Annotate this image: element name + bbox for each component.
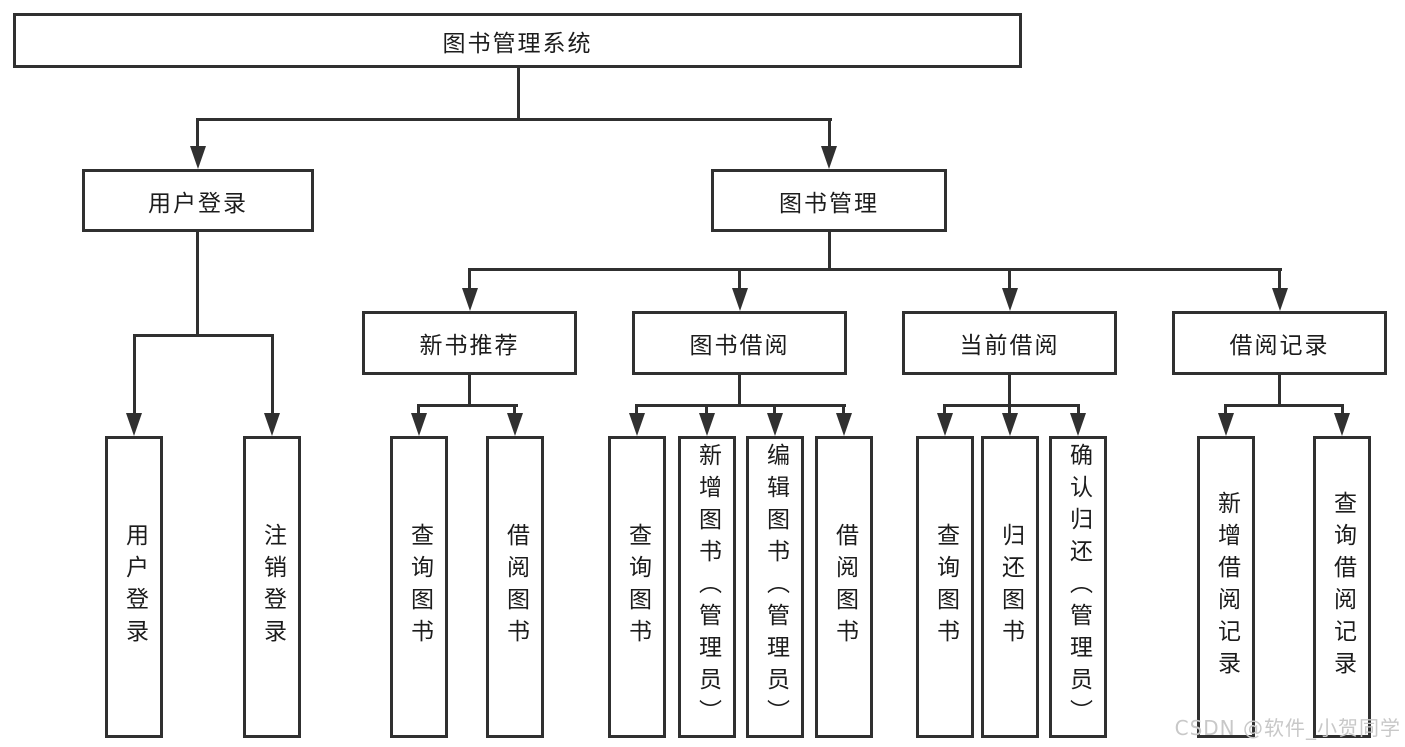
leaf-current-query-book-label: 查询图书: [932, 523, 959, 651]
arrowhead-recommend-query: [411, 413, 427, 436]
connector-user-login-branch: [133, 334, 274, 337]
leaf-add-borrow-record: 新增借阅记录: [1197, 436, 1255, 738]
connector-drop-confirm-return: [1077, 404, 1080, 416]
leaf-current-query-book: 查询图书: [916, 436, 974, 738]
arrowhead-recommend-borrow: [507, 413, 523, 436]
arrowhead-edit-book: [767, 413, 783, 436]
connector-borrow-branch: [635, 404, 846, 407]
connector-drop-add-record: [1224, 404, 1227, 416]
leaf-borrow-query-book-label: 查询图书: [624, 523, 651, 651]
leaf-user-login: 用户登录: [105, 436, 163, 738]
connector-drop-current-query: [943, 404, 946, 416]
arrowhead-borrow-records: [1272, 288, 1288, 311]
leaf-borrow-book-label: 借阅图书: [831, 523, 858, 651]
leaf-recommend-query-book: 查询图书: [390, 436, 448, 738]
arrowhead-current-query: [937, 413, 953, 436]
connector-drop-query-record: [1341, 404, 1344, 416]
connector-current-branch: [943, 404, 1080, 407]
arrowhead-add-record: [1218, 413, 1234, 436]
node-book-borrow: 图书借阅: [632, 311, 847, 375]
arrowhead-confirm-return: [1070, 413, 1086, 436]
connector-current-stem: [1008, 375, 1011, 407]
connector-drop-leaf-user-login: [133, 334, 136, 416]
connector-drop-current-borrow: [1008, 268, 1011, 290]
leaf-add-borrow-record-label: 新增借阅记录: [1213, 491, 1240, 683]
node-new-book-recommend: 新书推荐: [362, 311, 577, 375]
arrowhead-current-borrow: [1002, 288, 1018, 311]
leaf-recommend-borrow-book-label: 借阅图书: [502, 523, 529, 651]
connector-drop-return-book: [1008, 404, 1011, 416]
node-borrow-records: 借阅记录: [1172, 311, 1387, 375]
arrowhead-book-borrow: [732, 288, 748, 311]
node-user-login: 用户登录: [82, 169, 314, 232]
connector-drop-leaf-logout: [271, 334, 274, 416]
connector-records-stem: [1278, 375, 1281, 407]
leaf-user-login-label: 用户登录: [121, 523, 148, 651]
connector-drop-borrow-records: [1278, 268, 1281, 290]
connector-drop-borrow-book: [842, 404, 845, 416]
leaf-recommend-query-book-label: 查询图书: [406, 523, 433, 651]
leaf-add-book-admin: 新增图书（管理员）: [678, 436, 736, 738]
connector-drop-new-book-recommend: [468, 268, 471, 290]
connector-records-branch: [1224, 404, 1344, 407]
connector-drop-add-book: [705, 404, 708, 416]
arrowhead-leaf-logout: [264, 413, 280, 436]
connector-recommend-branch: [417, 404, 518, 407]
leaf-edit-book-admin-label: 编辑图书（管理员）: [762, 443, 789, 731]
connector-level2-branch: [196, 118, 832, 121]
node-root: 图书管理系统: [13, 13, 1022, 68]
arrowhead-borrow-book: [836, 413, 852, 436]
arrowhead-new-book-recommend: [462, 288, 478, 311]
leaf-recommend-borrow-book: 借阅图书: [486, 436, 544, 738]
connector-root-stem: [517, 68, 520, 121]
arrowhead-user-login: [190, 146, 206, 169]
leaf-query-borrow-record: 查询借阅记录: [1313, 436, 1371, 738]
leaf-borrow-query-book: 查询图书: [608, 436, 666, 738]
watermark: CSDN @软件_小贺同学: [1174, 716, 1401, 740]
connector-book-management-stem: [828, 232, 831, 271]
connector-borrow-stem: [738, 375, 741, 407]
connector-drop-recommend-borrow: [513, 404, 516, 416]
connector-drop-recommend-query: [417, 404, 420, 416]
leaf-logout-label: 注销登录: [259, 523, 286, 651]
leaf-logout: 注销登录: [243, 436, 301, 738]
connector-drop-edit-book: [773, 404, 776, 416]
arrowhead-query-record: [1334, 413, 1350, 436]
arrowhead-leaf-user-login: [126, 413, 142, 436]
node-current-borrow: 当前借阅: [902, 311, 1117, 375]
leaf-edit-book-admin: 编辑图书（管理员）: [746, 436, 804, 738]
leaf-return-book: 归还图书: [981, 436, 1039, 738]
leaf-add-book-admin-label: 新增图书（管理员）: [694, 443, 721, 731]
leaf-borrow-book: 借阅图书: [815, 436, 873, 738]
connector-drop-user-login: [196, 118, 199, 146]
arrowhead-return-book: [1002, 413, 1018, 436]
connector-drop-borrow-query: [635, 404, 638, 416]
connector-recommend-stem: [468, 375, 471, 407]
leaf-query-borrow-record-label: 查询借阅记录: [1329, 491, 1356, 683]
arrowhead-borrow-query: [629, 413, 645, 436]
connector-user-login-stem: [196, 232, 199, 337]
leaf-confirm-return-admin-label: 确认归还（管理员）: [1065, 443, 1092, 731]
connector-level3-branch: [468, 268, 1282, 271]
leaf-confirm-return-admin: 确认归还（管理员）: [1049, 436, 1107, 738]
arrowhead-add-book: [699, 413, 715, 436]
node-book-management: 图书管理: [711, 169, 947, 232]
leaf-return-book-label: 归还图书: [997, 523, 1024, 651]
connector-drop-book-borrow: [738, 268, 741, 290]
arrowhead-book-management: [821, 146, 837, 169]
connector-drop-book-management: [828, 118, 831, 146]
